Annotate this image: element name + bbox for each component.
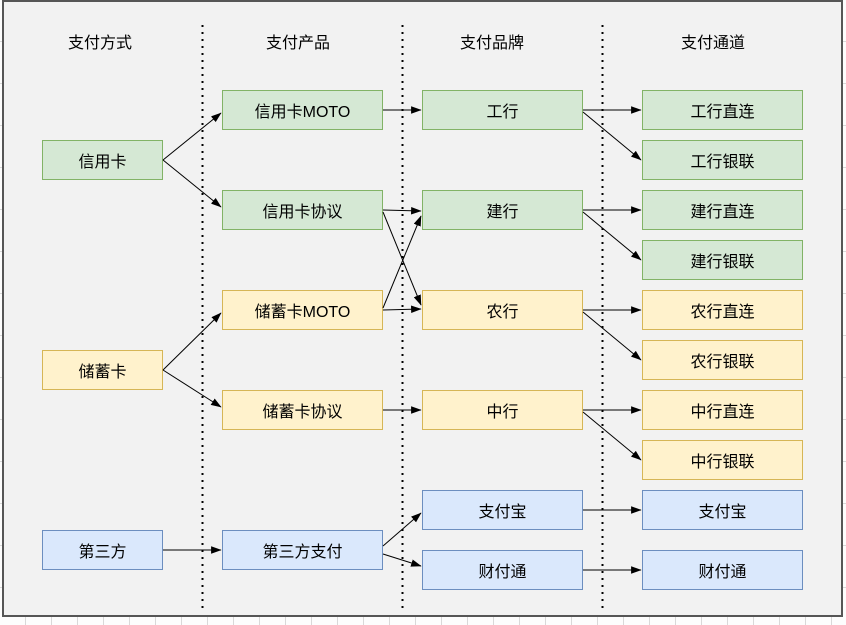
node-ccb-direct: 建行直连 [642, 190, 803, 230]
column-header-payment-channel: 支付通道 [680, 35, 745, 52]
node-tenpay-channel: 财付通 [642, 550, 803, 590]
node-credit-moto: 信用卡MOTO [222, 90, 383, 130]
node-boc-unionpay: 中行银联 [642, 440, 803, 480]
node-debit-moto: 储蓄卡MOTO [222, 290, 383, 330]
node-alipay-brand: 支付宝 [422, 490, 583, 530]
node-debit-card: 储蓄卡 [42, 350, 163, 390]
node-credit-agreement: 信用卡协议 [222, 190, 383, 230]
node-icbc: 工行 [422, 90, 583, 130]
node-abc-direct: 农行直连 [642, 290, 803, 330]
node-credit-card: 信用卡 [42, 140, 163, 180]
node-ccb-unionpay: 建行银联 [642, 240, 803, 280]
node-tenpay-brand: 财付通 [422, 550, 583, 590]
node-icbc-unionpay: 工行银联 [642, 140, 803, 180]
node-alipay-channel: 支付宝 [642, 490, 803, 530]
node-boc: 中行 [422, 390, 583, 430]
column-header-payment-product: 支付产品 [265, 35, 330, 52]
node-icbc-direct: 工行直连 [642, 90, 803, 130]
column-header-payment-brand: 支付品牌 [459, 35, 524, 52]
node-third-party: 第三方 [42, 530, 163, 570]
node-debit-agreement: 储蓄卡协议 [222, 390, 383, 430]
node-abc: 农行 [422, 290, 583, 330]
node-abc-unionpay: 农行银联 [642, 340, 803, 380]
column-header-payment-method: 支付方式 [67, 35, 132, 52]
node-third-party-pay: 第三方支付 [222, 530, 383, 570]
node-ccb: 建行 [422, 190, 583, 230]
node-boc-direct: 中行直连 [642, 390, 803, 430]
